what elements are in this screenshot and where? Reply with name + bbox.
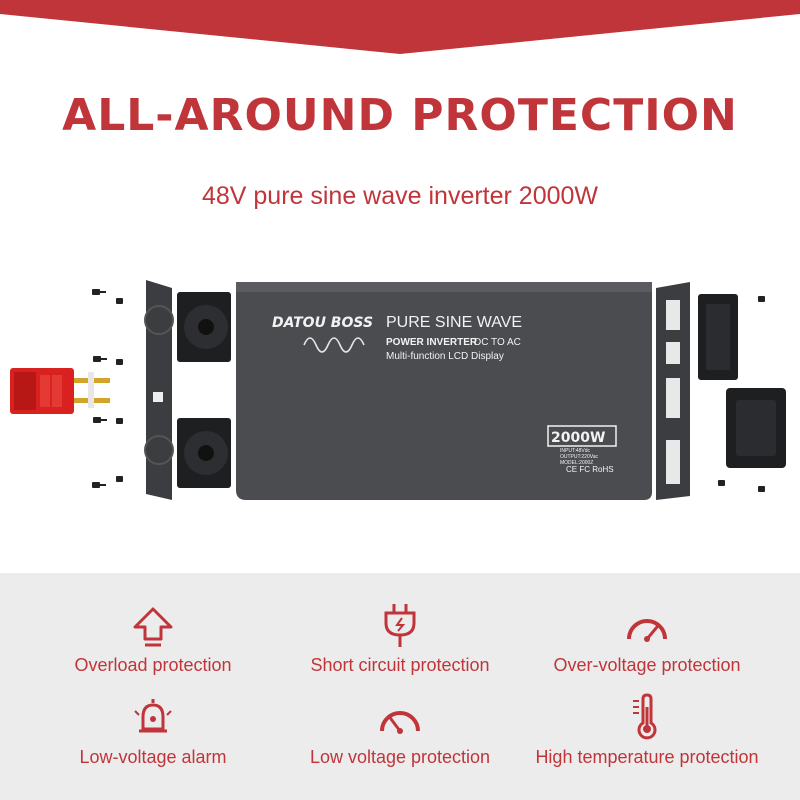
gauge-icon: [627, 619, 667, 642]
feature-low-voltage-alarm: Low-voltage alarm: [20, 697, 286, 768]
alarm-bell-icon: [134, 699, 172, 733]
badge-output-label: OUTPUT:220Vac: [560, 454, 598, 460]
power-inverter-label: POWER INVERTER: [386, 337, 478, 348]
feature-label: Short circuit protection: [310, 655, 490, 675]
up-arrow-icon: [133, 607, 173, 647]
cooling-fan: [177, 292, 231, 488]
feature-label: Over-voltage protection: [553, 655, 741, 675]
feature-overload-protection: Overload protection: [20, 605, 286, 676]
screw-icon: [92, 289, 123, 488]
dc-to-ac-label: DC TO AC: [474, 337, 521, 348]
rating-badge: [547, 425, 617, 447]
screw-icon: [718, 296, 765, 492]
inverter-exploded-view: DATOU BOSS PURE SINE WAVE POWER INVERTER…: [10, 280, 786, 500]
top-banner: [0, 0, 800, 54]
terminal-connector: [10, 368, 110, 414]
thermometer-icon: [633, 693, 657, 740]
feature-short-circuit-protection: Short circuit protection: [267, 601, 533, 676]
feature-low-voltage-protection: Low voltage protection: [267, 701, 533, 768]
badge-model-label: MODEL:2000Z: [560, 460, 593, 466]
right-end-plate: [656, 282, 690, 500]
features-panel: Overload protection Short circuit protec…: [0, 573, 800, 800]
feature-label: Low-voltage alarm: [79, 747, 227, 767]
brand-label: DATOU BOSS: [272, 315, 373, 331]
page-subtitle: 48V pure sine wave inverter 2000W: [201, 182, 599, 210]
feature-label: Low voltage protection: [309, 747, 491, 767]
feature-label: Overload protection: [74, 655, 232, 675]
feature-high-temperature-protection: High temperature protection: [514, 693, 780, 768]
lcd-display-label: Multi-function LCD Display: [386, 351, 504, 362]
page-title: ALL-AROUND PROTECTION: [62, 90, 738, 141]
badge-power-label: 2000W: [551, 430, 605, 446]
product-title-label: PURE SINE WAVE: [386, 314, 522, 331]
socket-cover: [698, 294, 786, 468]
badge-input-label: INPUT:48Vdc: [560, 448, 591, 454]
feature-label: High temperature protection: [535, 747, 759, 767]
plug-icon: [384, 604, 416, 647]
left-end-plate: [144, 280, 174, 500]
feature-over-voltage-protection: Over-voltage protection: [514, 609, 780, 676]
gauge-low-icon: [380, 711, 420, 734]
certification-label: CE FC RoHS: [566, 465, 614, 474]
